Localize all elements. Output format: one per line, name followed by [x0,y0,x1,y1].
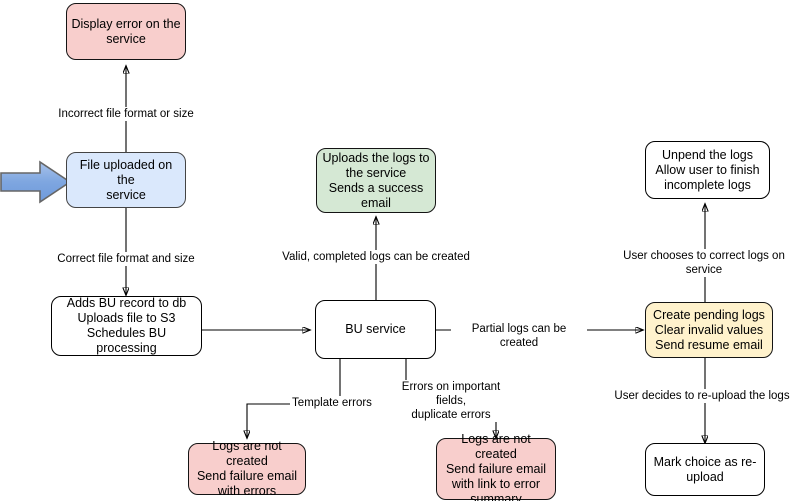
edge-label-partial-logs: Partial logs can be created [451,322,587,350]
node-logs-not-created-fields[interactable]: Logs are not created Send failure email … [436,432,556,501]
edge-label-correct-on-service: User chooses to correct logs on service [607,249,801,277]
entry-arrow [0,160,72,204]
node-file-uploaded[interactable]: File uploaded on the service [66,152,186,208]
node-uploads-logs[interactable]: Uploads the logs to the service Sends a … [316,148,436,213]
edge-label-reupload: User decides to re-upload the logs [611,389,793,403]
node-display-error[interactable]: Display error on the service [66,3,186,60]
node-mark-reupload[interactable]: Mark choice as re- upload [645,443,765,496]
node-bu-service[interactable]: BU service [315,300,436,359]
edge-label-correct-format: Correct file format and size [46,252,206,266]
node-logs-not-created-template[interactable]: Logs are not created Send failure email … [188,439,306,498]
node-adds-bu-record[interactable]: Adds BU record to db Uploads file to S3 … [51,296,202,356]
edge-label-field-errors: Errors on important fields, duplicate er… [392,380,510,422]
node-unpend-logs[interactable]: Unpend the logs Allow user to finish inc… [645,141,770,199]
edge-label-template-errors: Template errors [290,396,374,410]
edge-label-incorrect-format: Incorrect file format or size [46,107,206,121]
node-create-pending-logs[interactable]: Create pending logs Clear invalid values… [645,302,773,358]
edge-label-valid-logs: Valid, completed logs can be created [278,250,474,264]
